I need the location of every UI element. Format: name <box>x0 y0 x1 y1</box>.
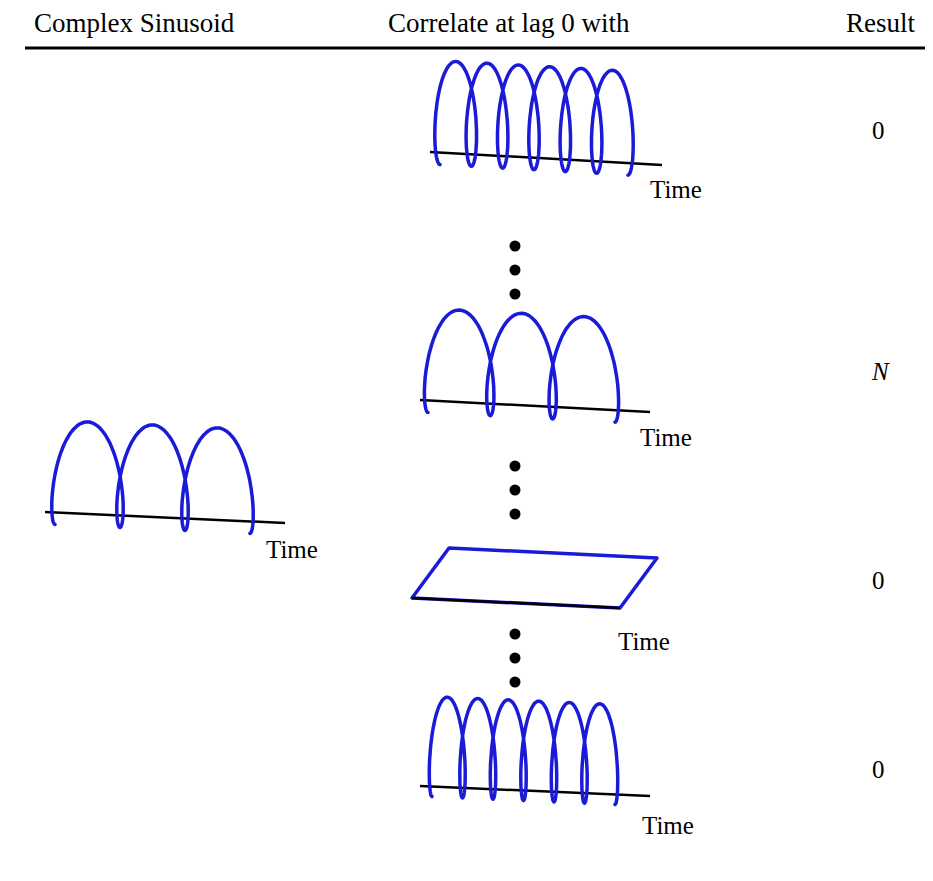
helix-group <box>45 61 662 804</box>
axis-label: Time <box>618 628 670 657</box>
axis-label: Time <box>266 536 318 565</box>
time-axis <box>420 400 650 412</box>
axis-label: Time <box>642 812 694 841</box>
axis-label: Time <box>650 176 702 205</box>
complex-sinusoid-helix <box>435 61 633 175</box>
time-axis <box>45 512 285 523</box>
time-axis <box>430 152 662 165</box>
axis-label: Time <box>640 424 692 453</box>
result-value: 0 <box>872 567 885 596</box>
column-header: Complex Sinusoid <box>34 8 234 39</box>
result-value: 0 <box>872 756 885 785</box>
flat-sinusoid <box>412 548 657 608</box>
column-header: Result <box>846 8 915 39</box>
column-header: Correlate at lag 0 with <box>388 8 629 39</box>
result-value: N <box>872 358 889 387</box>
complex-sinusoid-helix <box>429 697 617 804</box>
header-rule <box>25 47 925 50</box>
complex-sinusoid-helix <box>424 310 618 422</box>
result-value: 0 <box>872 117 885 146</box>
complex-sinusoid-helix <box>52 422 253 534</box>
ellipsis-dots <box>510 241 521 688</box>
